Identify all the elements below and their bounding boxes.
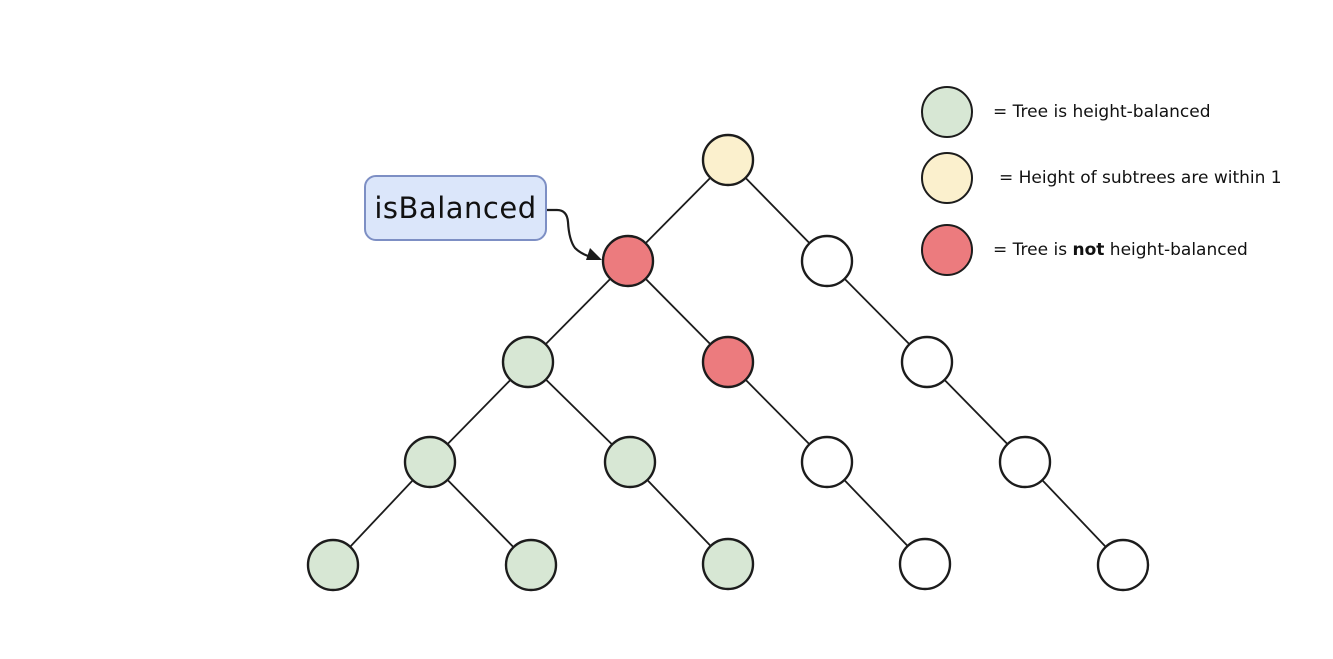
tree-node-RRR-white: [998, 435, 1052, 489]
tree-node-LLLL-green: [306, 538, 360, 592]
tree-node-LLR-green: [603, 435, 657, 489]
legend-item-height-balanced: = Tree is height-balanced: [921, 86, 1211, 138]
legend-swatch-green: [921, 86, 973, 138]
callout-arrow: [545, 208, 590, 258]
legend-swatch-red: [921, 224, 973, 276]
legend-label-not-height-balanced: = Tree is not height-balanced: [993, 240, 1248, 260]
isbalanced-callout: isBalanced: [364, 175, 547, 241]
tree-node-L-red: [601, 234, 655, 288]
tree-node-LL-green: [501, 335, 555, 389]
tree-node-LLLR-green: [504, 538, 558, 592]
tree-node-root-yellow: [701, 133, 755, 187]
legend-item-not-height-balanced: = Tree is not height-balanced: [921, 224, 1248, 276]
legend-swatch-yellow: [921, 152, 973, 204]
legend-item-subtrees-within-1: = Height of subtrees are within 1: [921, 152, 1282, 204]
tree-node-LR-red: [701, 335, 755, 389]
tree-node-LLL-green: [403, 435, 457, 489]
tree-node-LRRR-white: [898, 537, 952, 591]
tree-node-RRRR-white: [1096, 538, 1150, 592]
callout-arrowhead-icon: [586, 248, 602, 260]
isbalanced-callout-text: isBalanced: [374, 191, 537, 225]
tree-node-LRR-white: [800, 435, 854, 489]
legend-label-height-balanced: = Tree is height-balanced: [993, 102, 1211, 122]
tree-node-RR-white: [900, 335, 954, 389]
tree-node-R-white: [800, 234, 854, 288]
legend-label-subtrees-within-1: = Height of subtrees are within 1: [999, 168, 1282, 188]
tree-node-LLRR-green: [701, 537, 755, 591]
